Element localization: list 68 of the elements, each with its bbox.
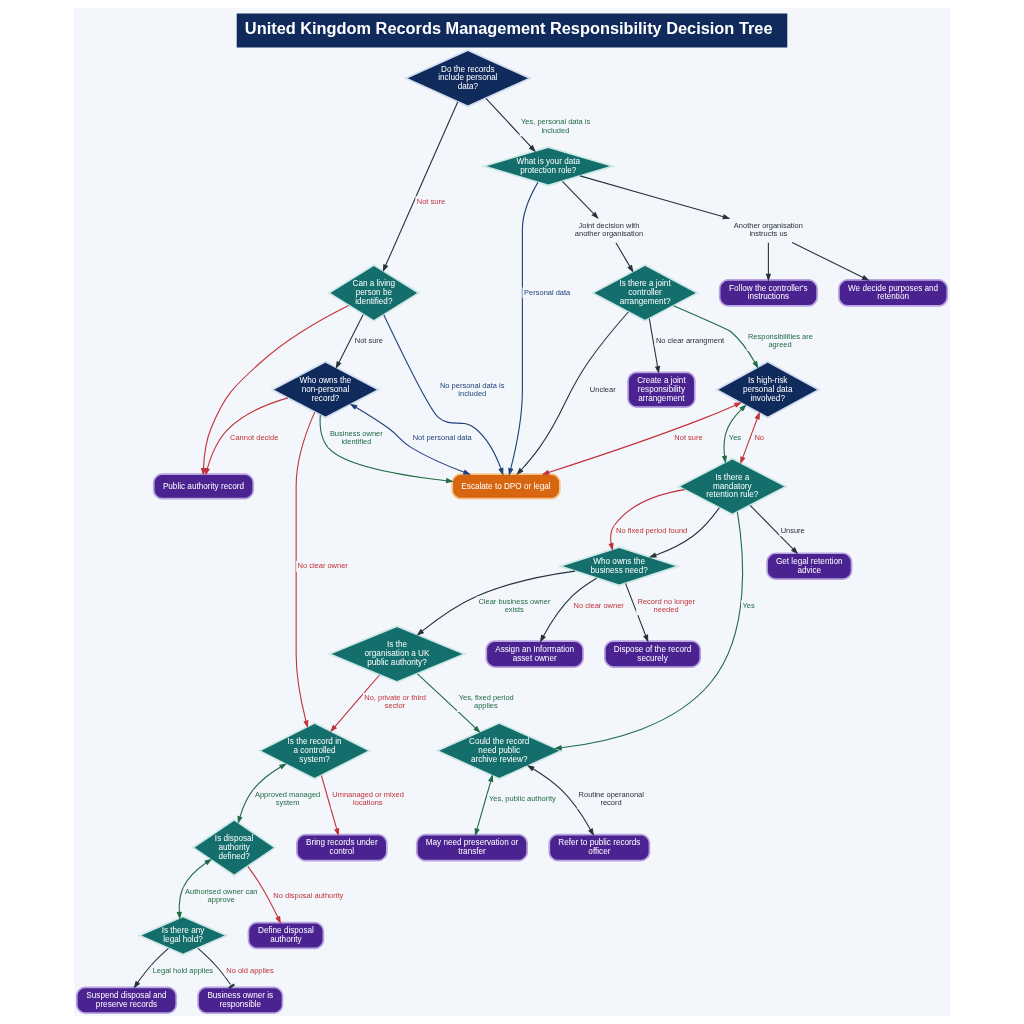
edge-label: Yes, public authority xyxy=(489,794,556,804)
arrow xyxy=(539,577,598,643)
edge-label: Umnanaged or mixed locations xyxy=(332,790,404,808)
edge-label: Unclear xyxy=(589,384,616,394)
edge-label: No, private or third sector xyxy=(364,693,426,711)
arrow xyxy=(319,414,454,484)
arrow xyxy=(791,242,870,281)
edge-label: Record no longer needed xyxy=(637,596,695,614)
edge-label: Yes xyxy=(742,600,755,610)
edge-label: No clear arrangment xyxy=(655,336,725,346)
edge-label: Yes, personal data is included xyxy=(521,117,591,135)
edge-label: Business owner identified xyxy=(329,428,383,447)
arrow xyxy=(765,242,772,282)
arrow xyxy=(330,674,381,733)
arrow xyxy=(749,504,799,555)
arrow xyxy=(204,397,289,476)
edge-label: Yes, fixed period applies xyxy=(458,693,514,711)
edge-label: Personal data xyxy=(524,287,571,297)
edge-label: Routine operanonal record xyxy=(578,790,644,808)
edge-label: Clear business owner exists xyxy=(478,596,551,614)
arrow xyxy=(247,865,281,924)
arrow xyxy=(474,774,494,837)
arrow xyxy=(485,97,536,153)
arrow xyxy=(133,947,169,989)
connector xyxy=(197,947,235,989)
arrow xyxy=(320,774,340,837)
edge-label: No disposal authority xyxy=(273,890,344,900)
edge-label: Unsure xyxy=(780,525,805,535)
arrow xyxy=(624,582,649,643)
arrow xyxy=(335,314,364,369)
edge-label: Responsibilities are agreed xyxy=(747,332,813,350)
arrow xyxy=(382,101,459,273)
arrow xyxy=(554,511,744,751)
diagram-title: United Kingdom Records Management Responsibility Decision Tree xyxy=(244,19,773,38)
edge-label: No old applies xyxy=(226,965,274,975)
arrow xyxy=(200,304,350,476)
arrow xyxy=(615,242,634,273)
arrow xyxy=(416,570,576,636)
arrow xyxy=(237,763,287,824)
edge-label: Not sure xyxy=(674,432,703,442)
arrow xyxy=(740,411,760,465)
node-text: Another organisation instructs us xyxy=(733,221,803,239)
edge-label: Not sure xyxy=(416,196,446,206)
arrow xyxy=(508,181,539,476)
edge-label: Authorised owner can approve xyxy=(185,886,258,904)
edge-label: Legal hold applies xyxy=(152,965,214,975)
edge-label: Not personal data xyxy=(412,432,472,442)
arrow xyxy=(561,180,599,219)
edge-label: Not sure xyxy=(354,336,384,346)
edge-label: No xyxy=(754,432,764,442)
arrow xyxy=(648,507,720,558)
edge-label: Approved managed system xyxy=(254,790,321,808)
arrow xyxy=(516,311,629,476)
arrow xyxy=(176,858,213,920)
edge-label: No fixed period found xyxy=(616,525,688,535)
node-text: Joint decision with another organisation xyxy=(574,221,644,239)
edge-label: Yes xyxy=(728,432,742,442)
arrow xyxy=(295,411,316,729)
arrow xyxy=(672,305,759,369)
arrow xyxy=(526,765,595,837)
arrow xyxy=(648,318,661,374)
edge-label: No personal data is included xyxy=(439,380,505,398)
arrow xyxy=(721,404,747,464)
edge-label: Cannot decide xyxy=(230,432,279,442)
edge-label: No clear owner xyxy=(297,561,348,571)
edge-label: No clear owner xyxy=(573,600,624,610)
arrow xyxy=(579,175,731,220)
arrow xyxy=(416,673,481,733)
